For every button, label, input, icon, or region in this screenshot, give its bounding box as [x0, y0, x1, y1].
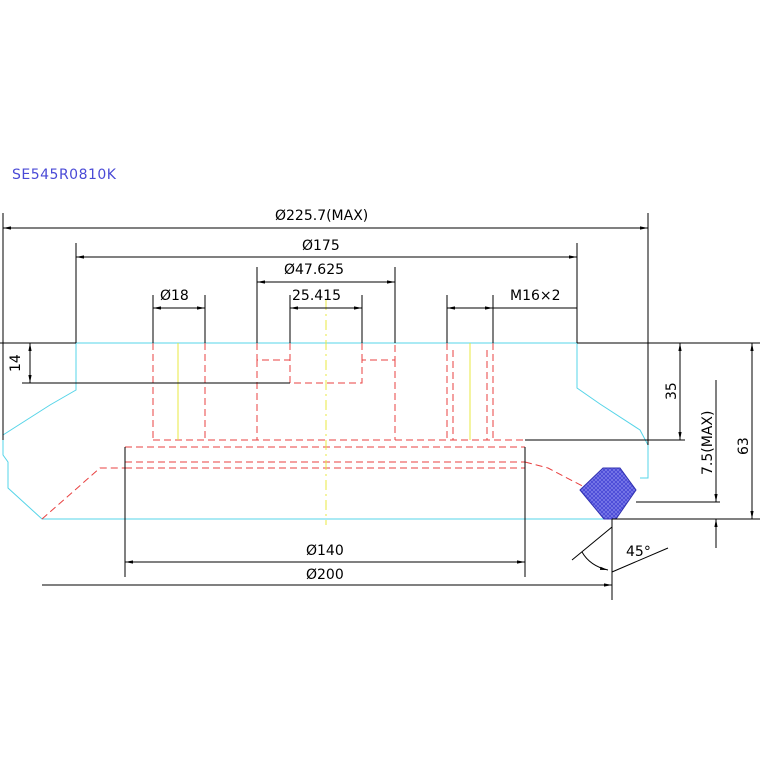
dim-body-bottom-label: Ø140 — [306, 543, 344, 559]
dim-overall-max-label: Ø225.7(MAX) — [275, 208, 368, 224]
dim-counterbore-label: Ø18 — [160, 288, 189, 304]
dim-cutting-diameter: Ø200 — [42, 519, 613, 600]
dim-body-height-label: 35 — [664, 382, 680, 400]
dim-bolt-circle-label: Ø175 — [302, 238, 340, 254]
dim-hub-height-label: 14 — [8, 354, 24, 372]
dim-counterbore: Ø18 — [152, 288, 206, 343]
dim-overall-max: Ø225.7(MAX) — [2, 208, 649, 445]
dim-body-bottom: Ø140 — [124, 447, 526, 577]
dim-lead-angle: 45° — [571, 526, 669, 573]
center-lines — [177, 300, 471, 525]
dim-bore-label: Ø47.625 — [284, 262, 344, 278]
dim-hub-height: 14 — [0, 342, 290, 384]
dim-keyway: 25.415 — [289, 288, 363, 343]
dim-bore: Ø47.625 — [256, 262, 396, 343]
dim-depth-of-cut-label: 7.5(MAX) — [700, 411, 716, 475]
dim-cutting-diameter-label: Ø200 — [306, 567, 344, 583]
dim-right-verticals — [525, 342, 760, 548]
dim-overall-height-label: 63 — [736, 437, 752, 455]
part-number-title: SE545R0810K — [12, 167, 117, 183]
dim-lead-angle-label: 45° — [626, 544, 651, 560]
dim-thread-label: M16×2 — [510, 288, 561, 304]
dim-keyway-label: 25.415 — [292, 288, 341, 304]
cutting-insert — [579, 467, 637, 520]
dim-thread: M16×2 — [446, 288, 577, 343]
dim-bolt-circle: Ø175 — [75, 238, 578, 343]
hidden-features — [41, 343, 591, 520]
